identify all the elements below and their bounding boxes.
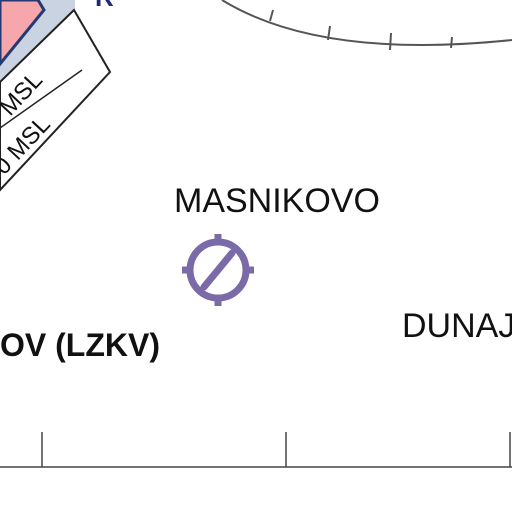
airport-label: OV (LZKV) — [0, 327, 160, 363]
compass-rose-icon — [221, 0, 512, 51]
scale-bar — [0, 432, 512, 468]
airspace-altitude-box: MSL 0 MSL — [0, 0, 112, 192]
masnikovo-label: MASNIKOVO — [174, 182, 380, 220]
corner-letter: R — [95, 0, 114, 12]
vor-compass-icon — [182, 234, 254, 306]
dunaj-label: DUNAJ — [402, 307, 512, 345]
